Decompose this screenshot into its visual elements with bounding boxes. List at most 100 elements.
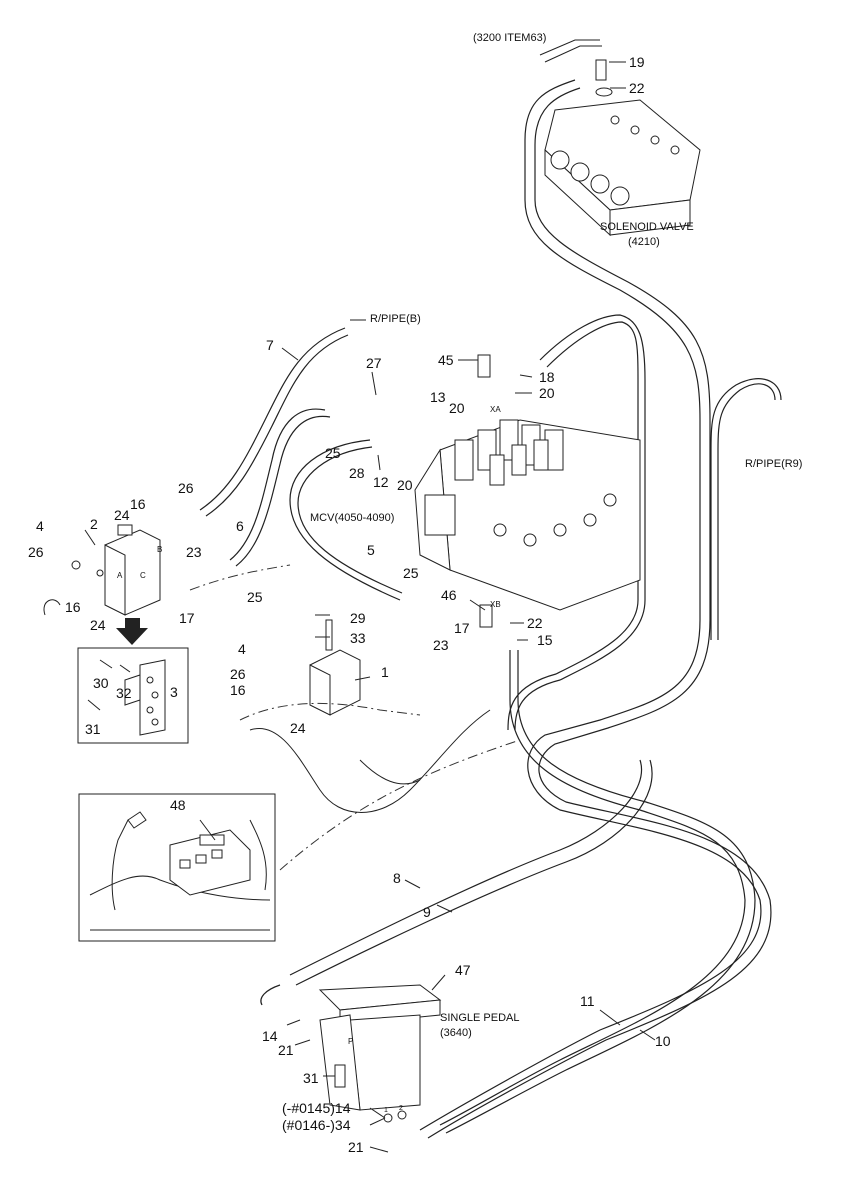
item-1-block <box>309 619 361 716</box>
hose-7 <box>199 327 346 511</box>
hose-rpipe-r9 <box>717 383 776 640</box>
solenoid-valve-block <box>539 39 701 237</box>
hose-pedal-left <box>260 984 281 1006</box>
cab-inset <box>78 793 276 942</box>
callout-17: 17 <box>179 610 195 626</box>
callout-9: 9 <box>423 904 431 920</box>
callout-16: 16 <box>230 682 246 698</box>
callout-14: 14 <box>262 1028 278 1044</box>
callout-25: 25 <box>403 565 419 581</box>
hose-11 <box>445 650 756 1134</box>
callout-26: 26 <box>230 666 246 682</box>
callout-10: 10 <box>655 1033 671 1049</box>
rpipe-r9-label: R/PIPE(R9) <box>745 458 802 470</box>
callout-27: 27 <box>366 355 382 371</box>
labels: (3200 ITEM63) SOLENOID VALVE (4210) R/PI… <box>117 32 802 1133</box>
callout-4: 4 <box>36 518 44 534</box>
port-xb-label: XB <box>490 600 501 609</box>
leader-lines <box>84 61 656 1153</box>
callout-22: 22 <box>629 80 645 96</box>
callout-29: 29 <box>350 610 366 626</box>
callout-25: 25 <box>247 589 263 605</box>
port-xa-label: XA <box>490 405 501 414</box>
callout-23: 23 <box>186 544 202 560</box>
callout-5: 5 <box>367 542 375 558</box>
hose-5 <box>289 439 401 601</box>
callout-21: 21 <box>278 1042 294 1058</box>
callout-33: 33 <box>350 630 366 646</box>
callout-16: 16 <box>65 599 81 615</box>
pedal-port-1-label: 1 <box>384 1107 388 1114</box>
callout-12: 12 <box>373 474 389 490</box>
callout-45: 45 <box>438 352 454 368</box>
callout-24: 24 <box>290 720 306 736</box>
port-c-label: C <box>140 571 146 580</box>
hose-9 <box>295 759 653 986</box>
callout-4: 4 <box>238 641 246 657</box>
port-b-label: B <box>157 545 162 554</box>
hose-solenoid-to-pedal-inner <box>427 87 772 1139</box>
solenoid-valve-code: (4210) <box>628 236 660 248</box>
pedal-port-2-label: 2 <box>399 1105 403 1112</box>
serial-after-label: (#0146-)34 <box>282 1117 351 1133</box>
single-pedal-label: SINGLE PEDAL <box>440 1012 519 1024</box>
callout-24: 24 <box>114 507 130 523</box>
callout-48: 48 <box>170 797 186 813</box>
callout-7: 7 <box>266 337 274 353</box>
solenoid-valve-label: SOLENOID VALVE <box>600 221 694 233</box>
hose-mcv-to-right <box>514 314 646 731</box>
left-block <box>71 524 161 616</box>
callout-26: 26 <box>28 544 44 560</box>
callout-20: 20 <box>539 385 555 401</box>
hose-7b <box>205 334 349 517</box>
port-p-label: P <box>348 1037 353 1046</box>
callout-20: 20 <box>449 400 465 416</box>
hose-solenoid-to-pedal-outer <box>419 79 762 1131</box>
callout-31: 31 <box>303 1070 319 1086</box>
callout-18: 18 <box>539 369 555 385</box>
serial-before-label: (-#0145)14 <box>282 1100 351 1116</box>
hose-rpipe-r9-b <box>710 378 782 640</box>
callout-26: 26 <box>178 480 194 496</box>
mcv-block <box>414 354 641 628</box>
callout-32: 32 <box>116 685 132 701</box>
callout-21: 21 <box>348 1139 364 1155</box>
callout-25: 25 <box>325 445 341 461</box>
hose-6 <box>229 408 326 561</box>
callout-11: 11 <box>580 993 595 1009</box>
callout-16: 16 <box>130 496 146 512</box>
callout-24: 24 <box>90 617 106 633</box>
callout-2: 2 <box>90 516 98 532</box>
single-pedal <box>318 984 442 1123</box>
callout-47: 47 <box>455 962 471 978</box>
hose-5b <box>297 446 403 594</box>
single-pedal-code: (3640) <box>440 1027 472 1039</box>
hose-lines <box>199 79 782 1139</box>
bracket-inset <box>77 618 189 744</box>
callout-3: 3 <box>170 684 178 700</box>
callout-46: 46 <box>441 587 457 603</box>
callout-15: 15 <box>537 632 553 648</box>
rpipe-b-label: R/PIPE(B) <box>370 313 421 325</box>
callout-28: 28 <box>349 465 365 481</box>
hose-8 <box>289 759 643 976</box>
callout-30: 30 <box>93 675 109 691</box>
callout-20: 20 <box>397 477 413 493</box>
cab-outline <box>43 564 521 871</box>
callout-13: 13 <box>430 389 446 405</box>
hose-10 <box>439 650 746 1126</box>
callout-22: 22 <box>527 615 543 631</box>
solenoid-valve-ref: (3200 ITEM63) <box>473 32 546 44</box>
hose-6b <box>235 415 331 567</box>
port-a-label: A <box>117 571 123 580</box>
callouts: 19 22 7 27 45 18 20 13 20 25 28 12 20 26… <box>28 54 671 1155</box>
callout-8: 8 <box>393 870 401 886</box>
hose-mcv-to-right-2 <box>507 321 639 731</box>
callout-17: 17 <box>454 620 470 636</box>
callout-1: 1 <box>381 664 389 680</box>
callout-31: 31 <box>85 721 101 737</box>
callout-6: 6 <box>236 518 244 534</box>
mcv-label: MCV(4050-4090) <box>310 512 394 524</box>
